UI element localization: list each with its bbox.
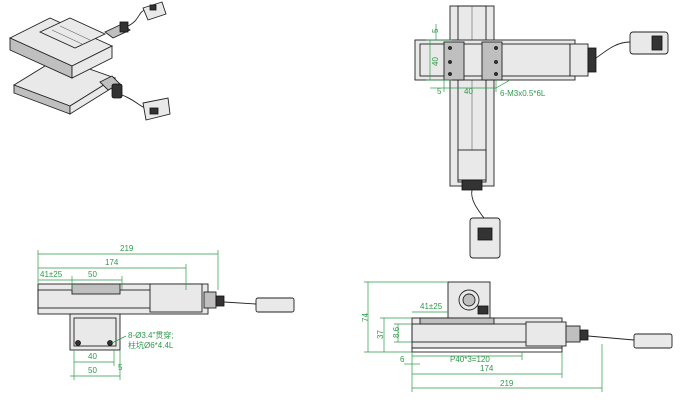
holes-callout-line1: 8-Ø3.4"贯穿; [128,330,174,340]
side-height-mid-dim: 37 [376,330,385,339]
front-view: 219 174 41±25 50 40 5 50 8-Ø3.4"贯穿; 柱坑Ø6… [37,244,295,380]
front-carriage-dim: 50 [88,270,97,279]
side-view: 74 37 8.6 6 P40*3=120 174 219 41±25 [361,281,673,392]
holes-callout-line2: 柱坑Ø6*4.4L [128,340,174,350]
front-pitch-dim: 40 [88,352,97,361]
side-height-small-dim: 8.6 [392,326,401,338]
front-travel-dim: 174 [105,258,119,267]
side-travel-dim: 174 [480,364,494,373]
top-edge-dim: 5 [431,28,440,33]
side-overall-dim: 219 [500,379,514,388]
side-tol-dim: 41±25 [420,302,443,311]
side-height-total-dim: 74 [361,313,370,322]
front-tol-dim: 41±25 [40,270,63,279]
side-offset-dim: 6 [400,355,405,364]
front-overall-dim: 219 [120,244,134,253]
side-pitch-dim: P40*3=120 [450,355,490,364]
top-view: 5 40 5 40 6-M3x0.5*6L [414,5,669,259]
thread-callout: 6-M3x0.5*6L [500,89,546,98]
front-width-dim: 50 [88,366,97,375]
isometric-view [8,1,171,121]
front-edge-dim: 5 [118,363,123,372]
top-pitch-v-dim: 40 [431,57,440,66]
top-edge-h-dim: 5 [437,87,442,96]
top-pitch-h-dim: 40 [464,87,473,96]
